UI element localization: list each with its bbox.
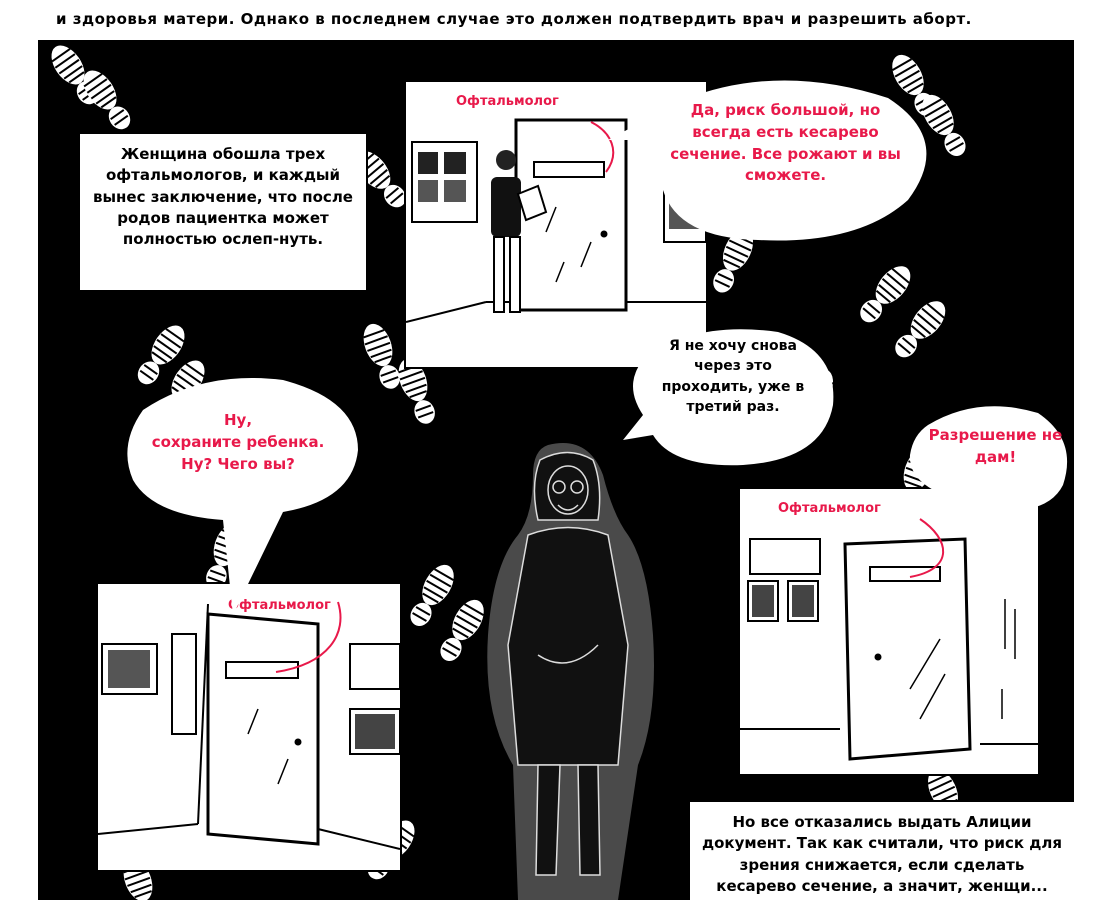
panel-doctor-top-sign: Офтальмолог bbox=[456, 94, 559, 109]
doctor-top-bubble-shape bbox=[608, 80, 927, 241]
caption-bottom-text: Но все отказались выдать Алиции документ… bbox=[702, 813, 1062, 895]
panel-doctor-bottom-left: Офтальмолог bbox=[96, 582, 402, 872]
doctor-bottom-right-bubble-shape bbox=[909, 406, 1068, 530]
panel-doctor-bottom-right-drawing bbox=[740, 518, 1038, 761]
doctor-bottom-right-bubble-text: Разрешение не дам! bbox=[928, 426, 1063, 466]
bubble-line-2: сохраните ребенка. bbox=[151, 432, 325, 451]
caption-left-text: Женщина обошла трех офтальмологов, и каж… bbox=[93, 145, 353, 249]
comic-page: и здоровья матери. Однако в последнем сл… bbox=[38, 0, 1074, 900]
woman-bubble-shape bbox=[623, 329, 834, 466]
doctor-bottom-left-bubble-text: Ну, сохраните ребенка. Ну? Чего вы? bbox=[128, 410, 348, 475]
caption-bottom: Но все отказались выдать Алиции документ… bbox=[688, 800, 1074, 900]
panel-doctor-bottom-right-sign: Офтальмолог bbox=[778, 501, 881, 516]
panel-doctor-bottom-left-sign: Офтальмолог bbox=[228, 598, 331, 613]
bubble-line-3: Ну? Чего вы? bbox=[181, 454, 295, 473]
top-caption-line: и здоровья матери. Однако в последнем сл… bbox=[56, 10, 972, 28]
panel-doctor-top: Офтальмолог bbox=[404, 80, 708, 369]
woman-figure bbox=[487, 443, 654, 900]
doctor-bottom-left-bubble-shape bbox=[127, 378, 358, 615]
bubble-line-1: Ну, bbox=[223, 411, 253, 429]
top-caption: и здоровья матери. Однако в последнем сл… bbox=[38, 0, 1074, 42]
woman-bubble-text: Я не хочу снова через это проходить, уже… bbox=[661, 338, 805, 415]
doctor-top-bubble-text: Да, риск большой, но всегда есть кесарев… bbox=[670, 101, 901, 185]
caption-left: Женщина обошла трех офтальмологов, и каж… bbox=[78, 132, 368, 292]
panel-doctor-bottom-right: Офтальмолог bbox=[738, 487, 1040, 776]
panel-doctor-bottom-left-drawing bbox=[98, 601, 400, 850]
